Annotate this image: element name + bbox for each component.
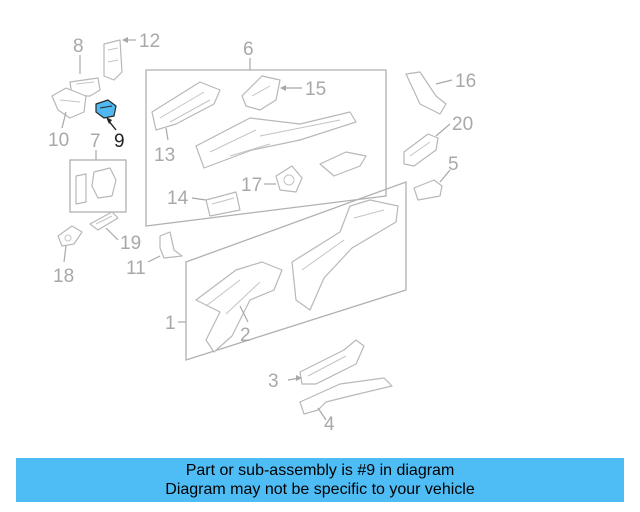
part-16[interactable] [405, 71, 447, 115]
callout-9: 9 [114, 131, 125, 152]
callout-20: 20 [452, 114, 473, 135]
callout-2: 2 [240, 325, 251, 346]
leader-16 [435, 79, 453, 85]
leader-13 [165, 127, 169, 141]
callout-11: 11 [126, 258, 146, 279]
right-frame-piece [319, 151, 367, 177]
part-7[interactable] [75, 167, 117, 205]
group-1-box [185, 181, 407, 361]
callout-8: 8 [73, 36, 84, 57]
part-5[interactable] [413, 179, 443, 201]
leader-11 [147, 255, 161, 263]
part-19[interactable] [89, 211, 119, 231]
part-3[interactable] [299, 339, 365, 385]
callout-7: 7 [90, 131, 101, 152]
center-frame-member [195, 111, 357, 169]
callout-3: 3 [268, 371, 279, 392]
leader-20 [435, 123, 451, 137]
callout-4: 4 [324, 414, 335, 435]
banner-line-disclaimer: Diagram may not be specific to your vehi… [165, 481, 475, 498]
callout-19: 19 [120, 233, 141, 254]
group-6-box [145, 69, 387, 227]
leader-5 [439, 169, 451, 183]
leader-18 [63, 245, 67, 263]
callout-12: 12 [139, 31, 160, 52]
callout-5: 5 [448, 154, 459, 175]
callout-10: 10 [48, 130, 69, 151]
leader-2 [239, 305, 249, 323]
callout-6: 6 [243, 39, 254, 60]
callout-15: 15 [305, 79, 326, 100]
part-17[interactable] [275, 165, 303, 193]
callout-17: 17 [241, 175, 262, 196]
leader-19 [105, 227, 119, 241]
inner-rail-assembly [291, 199, 399, 311]
part-15[interactable] [241, 75, 281, 111]
part-4[interactable] [299, 377, 393, 415]
info-banner: Part or sub-assembly is #9 in diagram Di… [16, 458, 624, 502]
callout-1: 1 [165, 313, 176, 334]
parts-diagram: 8 12 10 9 7 18 19 11 [48, 31, 476, 435]
part-10[interactable] [51, 87, 87, 119]
part-14[interactable] [205, 191, 241, 217]
callout-14: 14 [167, 188, 189, 209]
callout-18: 18 [53, 266, 74, 287]
part-11[interactable] [159, 231, 183, 259]
part-12[interactable] [103, 39, 123, 81]
leader-4 [317, 407, 327, 421]
leader-14 [191, 197, 207, 201]
part-18[interactable] [57, 225, 83, 247]
part-2[interactable] [195, 261, 283, 353]
callout-16: 16 [455, 71, 476, 92]
part-20[interactable] [403, 133, 439, 167]
part-13[interactable] [151, 81, 221, 131]
leader-10 [61, 111, 67, 129]
part-9-highlighted[interactable] [95, 99, 117, 119]
callout-13: 13 [154, 145, 175, 166]
part-7-box [69, 159, 127, 213]
banner-line-part-number: Part or sub-assembly is #9 in diagram [185, 462, 455, 479]
